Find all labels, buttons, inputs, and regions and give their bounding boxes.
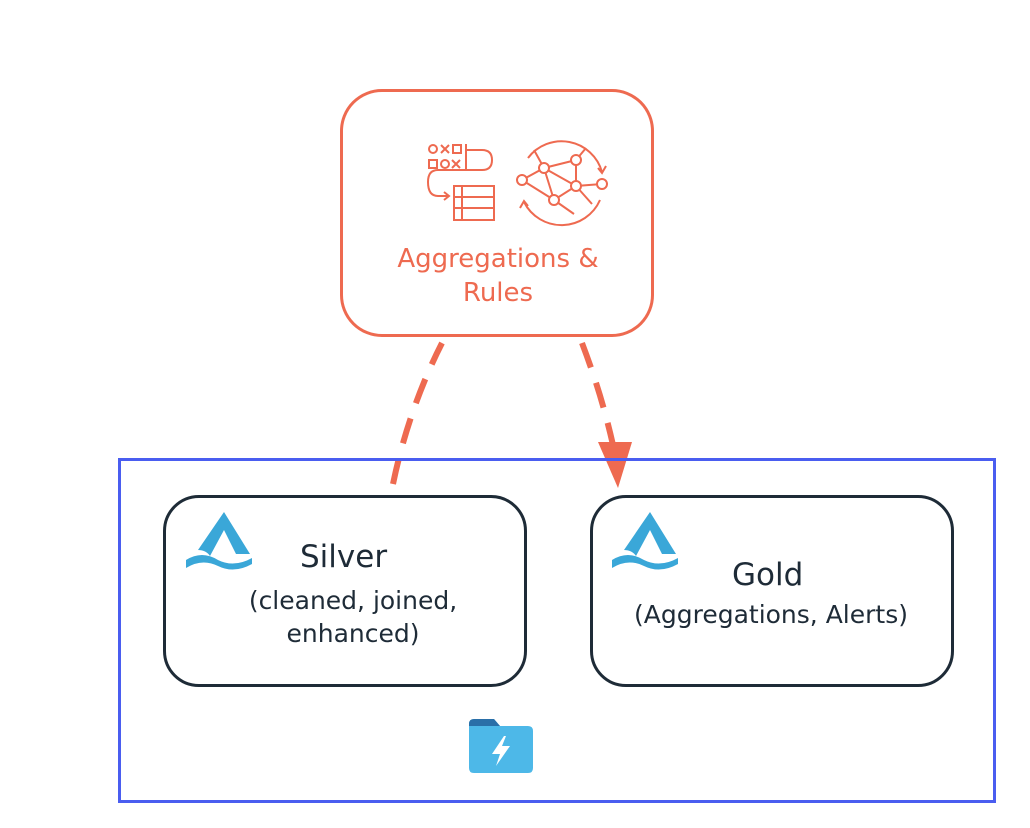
silver-delta-lake-icon: [186, 512, 252, 570]
silver-node-title: Silver: [300, 539, 388, 575]
rules-node[interactable]: [340, 89, 654, 337]
gold-node-subtitle: (Aggregations, Alerts): [634, 600, 908, 629]
gold-arrowhead: [598, 442, 632, 488]
network-graph-icon: [516, 140, 608, 227]
rules-to-gold-connector: [579, 341, 616, 446]
silver-node-subtitle: (cleaned, joined, enhanced): [248, 586, 458, 648]
gold-node-title: Gold: [732, 557, 804, 593]
rules-node-title: Aggregations & Rules: [397, 244, 599, 308]
rules-node-icons: [426, 140, 608, 227]
silver-to-rules-connector: [390, 341, 445, 485]
gold-delta-lake-icon: [612, 512, 678, 570]
storage-container: [118, 458, 996, 803]
rules-flow-icon: [426, 144, 495, 221]
storage-folder-icon: [469, 719, 533, 773]
